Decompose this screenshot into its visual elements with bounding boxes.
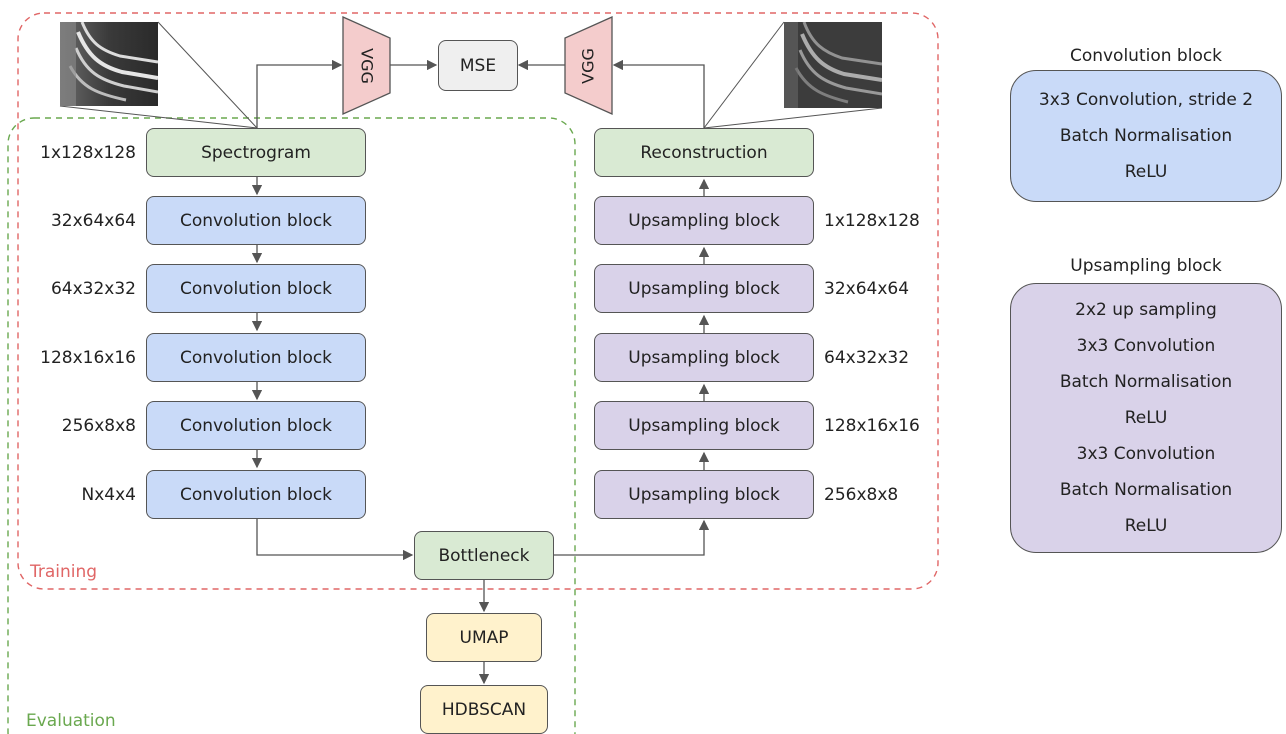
- reconstruction-callout-line: [703, 107, 883, 129]
- encoder-dim-label: 64x32x32: [50, 279, 136, 299]
- decoder-dim-label: 256x8x8: [824, 485, 899, 505]
- umap-box: UMAP: [426, 613, 542, 662]
- encoder-dim-label: Nx4x4: [81, 485, 136, 505]
- encoder-dim-label: 32x64x64: [50, 211, 136, 231]
- bottleneck-box: Bottleneck: [414, 531, 554, 580]
- reconstruction-thumbnail: [784, 22, 882, 108]
- upsampling-block-label: Upsampling block: [628, 415, 780, 436]
- mse-box: MSE: [438, 40, 518, 91]
- legend-line: Batch Normalisation: [1059, 126, 1233, 146]
- convolution-block-label: Convolution block: [179, 278, 333, 299]
- legend-line: Batch Normalisation: [1059, 480, 1233, 500]
- mse-label: MSE: [459, 55, 497, 76]
- reconstruction-label: Reconstruction: [640, 142, 768, 163]
- encoder-dim-label: 1x128x128: [40, 143, 136, 163]
- legend-line: ReLU: [1124, 516, 1168, 536]
- upsampling-block-label: Upsampling block: [628, 278, 780, 299]
- decoder-dim-label: 32x64x64: [824, 279, 910, 299]
- umap-label: UMAP: [459, 627, 509, 648]
- decoder-dim-label: 64x32x32: [824, 348, 910, 368]
- upsampling-block-label: Upsampling block: [628, 210, 780, 231]
- spectrogram-to-vgg-arrow: [256, 59, 343, 128]
- legend-line: 2x2 up sampling: [1075, 300, 1217, 320]
- legend-line: 3x3 Convolution: [1076, 444, 1216, 464]
- convolution-block-label: Convolution block: [179, 415, 333, 436]
- legend-line: Batch Normalisation: [1059, 372, 1233, 392]
- reconstruction-to-vgg-arrow: [612, 59, 705, 128]
- vgg-left-label: VGG: [358, 48, 377, 84]
- encoder-dim-label: 256x8x8: [61, 416, 136, 436]
- upsampling-legend-title: Upsampling block: [1070, 256, 1222, 276]
- reconstruction-callout-line: [703, 21, 785, 129]
- convolution-block: Convolution block: [146, 401, 366, 450]
- convolution-legend-title: Convolution block: [1069, 46, 1223, 66]
- encoder-dim-label: 128x16x16: [40, 348, 136, 368]
- convolution-block: Convolution block: [146, 470, 366, 519]
- training-region-label: Training: [30, 562, 98, 582]
- decoder-dim-label: 128x16x16: [824, 416, 920, 436]
- upsampling-block-label: Upsampling block: [628, 484, 780, 505]
- spectrogram-box: Spectrogram: [146, 128, 366, 177]
- vgg-left-shape: [342, 15, 391, 116]
- encoder-to-bottleneck-arrow: [256, 519, 414, 561]
- convolution-block-label: Convolution block: [179, 347, 333, 368]
- vgg-right-shape: [564, 15, 613, 116]
- convolution-block-label: Convolution block: [179, 484, 333, 505]
- upsampling-block: Upsampling block: [594, 470, 814, 519]
- legend-line: 3x3 Convolution, stride 2: [1038, 90, 1254, 110]
- reconstruction-box: Reconstruction: [594, 128, 814, 177]
- spectrogram-thumbnail: [60, 22, 158, 106]
- upsampling-block: Upsampling block: [594, 196, 814, 245]
- convolution-block: Convolution block: [146, 264, 366, 313]
- spectrogram-callout-line: [157, 21, 258, 129]
- upsampling-block: Upsampling block: [594, 401, 814, 450]
- evaluation-region: [7, 117, 576, 734]
- bottleneck-to-decoder-arrow: [553, 519, 710, 556]
- training-region: [17, 12, 939, 590]
- legend-line: ReLU: [1124, 408, 1168, 428]
- decoder-dim-label: 1x128x128: [824, 211, 920, 231]
- vgg-right-label: VGG: [579, 48, 598, 84]
- spectrogram-callout-line: [59, 105, 258, 129]
- convolution-legend-box: 3x3 Convolution, stride 2 Batch Normalis…: [1010, 70, 1282, 202]
- convolution-block: Convolution block: [146, 333, 366, 382]
- convolution-block: Convolution block: [146, 196, 366, 245]
- hdbscan-label: HDBSCAN: [441, 699, 527, 720]
- evaluation-region-label: Evaluation: [26, 711, 116, 731]
- hdbscan-box: HDBSCAN: [420, 685, 548, 734]
- legend-line: 3x3 Convolution: [1076, 336, 1216, 356]
- convolution-block-label: Convolution block: [179, 210, 333, 231]
- spectrogram-label: Spectrogram: [201, 142, 311, 163]
- upsampling-block: Upsampling block: [594, 264, 814, 313]
- bottleneck-label: Bottleneck: [438, 545, 530, 566]
- upsampling-block: Upsampling block: [594, 333, 814, 382]
- upsampling-legend-box: 2x2 up sampling 3x3 Convolution Batch No…: [1010, 283, 1282, 553]
- legend-line: ReLU: [1124, 162, 1168, 182]
- upsampling-block-label: Upsampling block: [628, 347, 780, 368]
